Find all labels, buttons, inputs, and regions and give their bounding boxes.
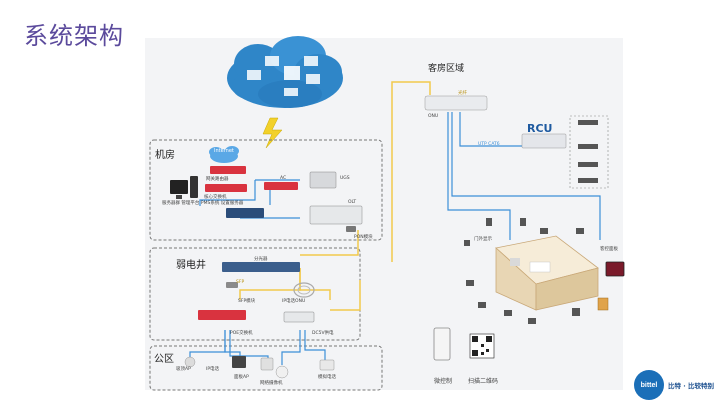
mgmt-server-label: 服务器群 管理平台 PMS系统 设置服务器 [162,201,244,206]
guest-device-label: 客控面板 [600,247,618,252]
door-display-icon [597,297,609,311]
public-area-label: 公区 [154,354,174,365]
guest-onu-device [424,95,488,111]
brand-logo: bittel [634,370,664,400]
lightning-icon [262,117,283,149]
internet-icon [209,146,239,163]
server-room-zone [149,139,383,241]
utp-link-label: UTP CAT6 [478,142,500,147]
tablet-icon [605,261,625,277]
phone-app-label: 微控制 [434,378,453,385]
brand-slogan: 比特 · 比较特别 [668,382,714,390]
rcu-label: RCU [527,122,553,135]
analog-phone-icon [319,359,335,371]
router-device [210,166,246,174]
ipcam-label: 网络摄像机 [260,381,283,386]
server-computer-icon [170,176,198,199]
onu-device [283,311,315,323]
public-ap-label: 吸顶AP [176,367,191,372]
ac-device [264,182,298,190]
ugs-device [309,171,337,189]
guest-room-illustration [495,235,599,311]
ugs-label: UGS [340,176,350,181]
fiber-link-label: 光纤 [458,91,467,96]
pon-module-label: PON模块 [354,235,373,240]
sfp-device [226,282,238,288]
splitter-label: 分光器 [254,257,268,262]
onu-router-label: IP电话ONU [282,299,306,304]
ac-label: AC [280,176,287,181]
poe-switch-label: POE交换机 [230,331,253,336]
panel-ap-label: 面板AP [234,375,249,380]
olt-label: OLT [348,200,357,205]
pon-module-device [346,226,356,232]
sfp-label: SFP模块 [238,299,256,304]
slide-title: 系统架构 [24,22,124,50]
fiber-coil-icon [293,282,315,298]
dc-supply-label: DC5V供电 [312,331,334,336]
ip-phone-icon [232,356,246,368]
public-area-zone [149,345,383,391]
weak-well-label: 弱电井 [176,260,206,271]
rcu-device [521,133,567,149]
splitter-device [222,262,300,272]
qr-label: 扫描二维码 [468,378,499,385]
guest-area-label: 客房区域 [428,64,465,74]
phone-app-icon [433,327,451,361]
door-display-label: 门外显示 [474,237,492,242]
server-room-label: 机房 [155,150,175,161]
ipcam-icon [275,365,289,379]
poe-switch-device [198,310,246,320]
rcu-link-box [569,115,609,189]
router-label: 网关路由器 [206,177,229,182]
room-devices [464,218,584,324]
olt-device [309,205,363,225]
internet-label: Internet [214,148,234,154]
ethernet-links [189,112,601,365]
ceiling-ap-icon [184,356,196,368]
core-switch-device [205,184,247,192]
switch-device [226,208,264,218]
guest-onu-label: ONU [428,114,439,119]
core-switch-label: 核心交换机 [204,195,227,200]
ip-phone-label: IP电话 [206,367,220,372]
rcu-panel-icons [578,120,598,183]
qr-code-icon [469,333,495,359]
panel-ap-icon [260,357,274,371]
cloud-icon [227,36,343,108]
fiber-links [239,81,431,311]
sfp-link-label: SFP [236,280,245,285]
analog-phone-label: 模拟电话 [318,375,336,380]
